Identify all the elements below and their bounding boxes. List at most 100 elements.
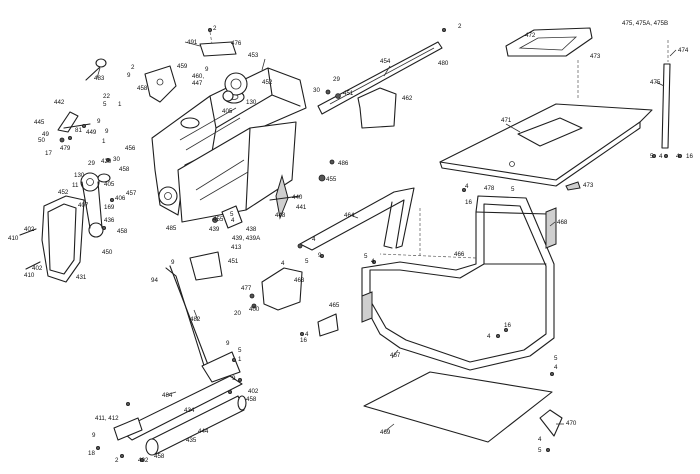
- callout-405b: 405: [104, 181, 115, 188]
- callout-4c: 4: [659, 153, 663, 160]
- callout-451b: 451: [343, 90, 354, 97]
- callout-473b: 473: [583, 182, 594, 189]
- callout-457: 457: [126, 190, 137, 197]
- callout-450: 450: [102, 249, 113, 256]
- callout-29b: 29: [333, 76, 340, 83]
- callout-9f: 9: [318, 252, 322, 259]
- stand-frame: [299, 187, 563, 452]
- callout-81: 81: [75, 127, 82, 134]
- callout-11: 11: [72, 182, 79, 189]
- callout-407: 407: [78, 202, 89, 209]
- callout-9b: 9: [205, 66, 209, 73]
- callout-464: 464: [344, 212, 355, 219]
- belt-cover-assembly: [19, 157, 115, 283]
- callout-5d: 5: [650, 153, 654, 160]
- callout-453: 453: [248, 52, 259, 59]
- callout-436: 436: [104, 217, 115, 224]
- callout-491: 491: [187, 39, 198, 46]
- callout-439-439a: 439, 439A: [232, 235, 261, 242]
- callout-94: 94: [151, 277, 158, 284]
- callout-20: 20: [234, 310, 241, 317]
- callout-4h: 4: [305, 331, 309, 338]
- callout-441: 441: [296, 204, 307, 211]
- callout-484: 484: [162, 392, 173, 399]
- callout-4: 4: [231, 217, 235, 224]
- callout-5c: 5: [305, 258, 309, 265]
- callout-4j: 4: [554, 364, 558, 371]
- callout-474: 474: [678, 47, 689, 54]
- callout-468: 468: [557, 219, 568, 226]
- callout-29: 29: [88, 160, 95, 167]
- callout-16b: 16: [465, 199, 472, 206]
- callout-130: 130: [246, 99, 257, 106]
- callout-462: 462: [402, 95, 413, 102]
- callout-458c: 458: [117, 228, 128, 235]
- callout-458e: 458: [154, 453, 165, 460]
- callout-456: 456: [125, 145, 136, 152]
- callout-5h: 5: [554, 355, 558, 362]
- callout-4i: 4: [487, 333, 491, 340]
- callout-438: 438: [246, 226, 257, 233]
- callout-402c: 402: [248, 388, 259, 395]
- callout-400: 400: [249, 306, 260, 313]
- callout-402: 402: [24, 226, 35, 233]
- callout-471: 471: [501, 117, 512, 124]
- callout-448: 448: [275, 212, 286, 219]
- callout-447: 447: [192, 80, 203, 87]
- callout-458d: 458: [246, 396, 257, 403]
- callout-2b: 2: [131, 64, 135, 71]
- callout-4d: 4: [676, 153, 680, 160]
- callout-5g: 5: [238, 347, 242, 354]
- leader-lines: [96, 41, 677, 433]
- callout-4e: 4: [465, 183, 469, 190]
- callout-439: 439: [209, 226, 220, 233]
- callout-49: 49: [42, 131, 49, 138]
- callout-470: 470: [566, 420, 577, 427]
- callout-444: 444: [198, 428, 209, 435]
- callout-458: 458: [137, 85, 148, 92]
- callout-458b: 458: [119, 166, 130, 173]
- callout-435: 435: [186, 437, 197, 444]
- rail-assembly: [317, 27, 446, 129]
- callout-5b: 5: [230, 211, 234, 218]
- callout-413: 413: [231, 244, 242, 251]
- callout-18: 18: [88, 450, 95, 457]
- callout-17: 17: [45, 150, 52, 157]
- callout-452: 452: [262, 79, 273, 86]
- callout-9i: 9: [92, 432, 96, 439]
- callout-30: 30: [113, 156, 120, 163]
- callout-429: 429: [101, 158, 112, 165]
- callout-442: 442: [54, 99, 65, 106]
- callout-483: 483: [94, 75, 105, 82]
- callout-406: 406: [115, 195, 126, 202]
- callout-466: 466: [454, 251, 465, 258]
- callout-402d: 402: [138, 457, 149, 464]
- callout-5e: 5: [511, 186, 515, 193]
- callout-480: 480: [438, 60, 449, 67]
- callout-16d: 16: [504, 322, 511, 329]
- callout-9c: 9: [97, 118, 101, 125]
- callout-472: 472: [525, 32, 536, 39]
- callout-402b: 402: [32, 265, 43, 272]
- callout-431: 431: [76, 274, 87, 281]
- callout-473: 473: [590, 53, 601, 60]
- callout-445: 445: [34, 119, 45, 126]
- callout-2d: 2: [115, 457, 119, 464]
- callout-452b: 452: [58, 189, 69, 196]
- callout-410b: 410: [24, 272, 35, 279]
- callout-485: 485: [166, 225, 177, 232]
- callout-1b: 1: [102, 138, 106, 145]
- callout-459: 459: [177, 63, 188, 70]
- base-assembly: [96, 265, 247, 462]
- callout-475: 475: [650, 79, 661, 86]
- callout-465: 465: [329, 302, 340, 309]
- callout-455: 455: [213, 216, 224, 223]
- callout-5: 5: [103, 101, 107, 108]
- callout-460: 460,: [192, 73, 204, 80]
- callout-9d: 9: [105, 128, 109, 135]
- callout-405: 405: [222, 108, 233, 115]
- callout-9: 9: [127, 72, 131, 79]
- callout-9e: 9: [171, 259, 175, 266]
- callout-9h: 9: [232, 375, 236, 382]
